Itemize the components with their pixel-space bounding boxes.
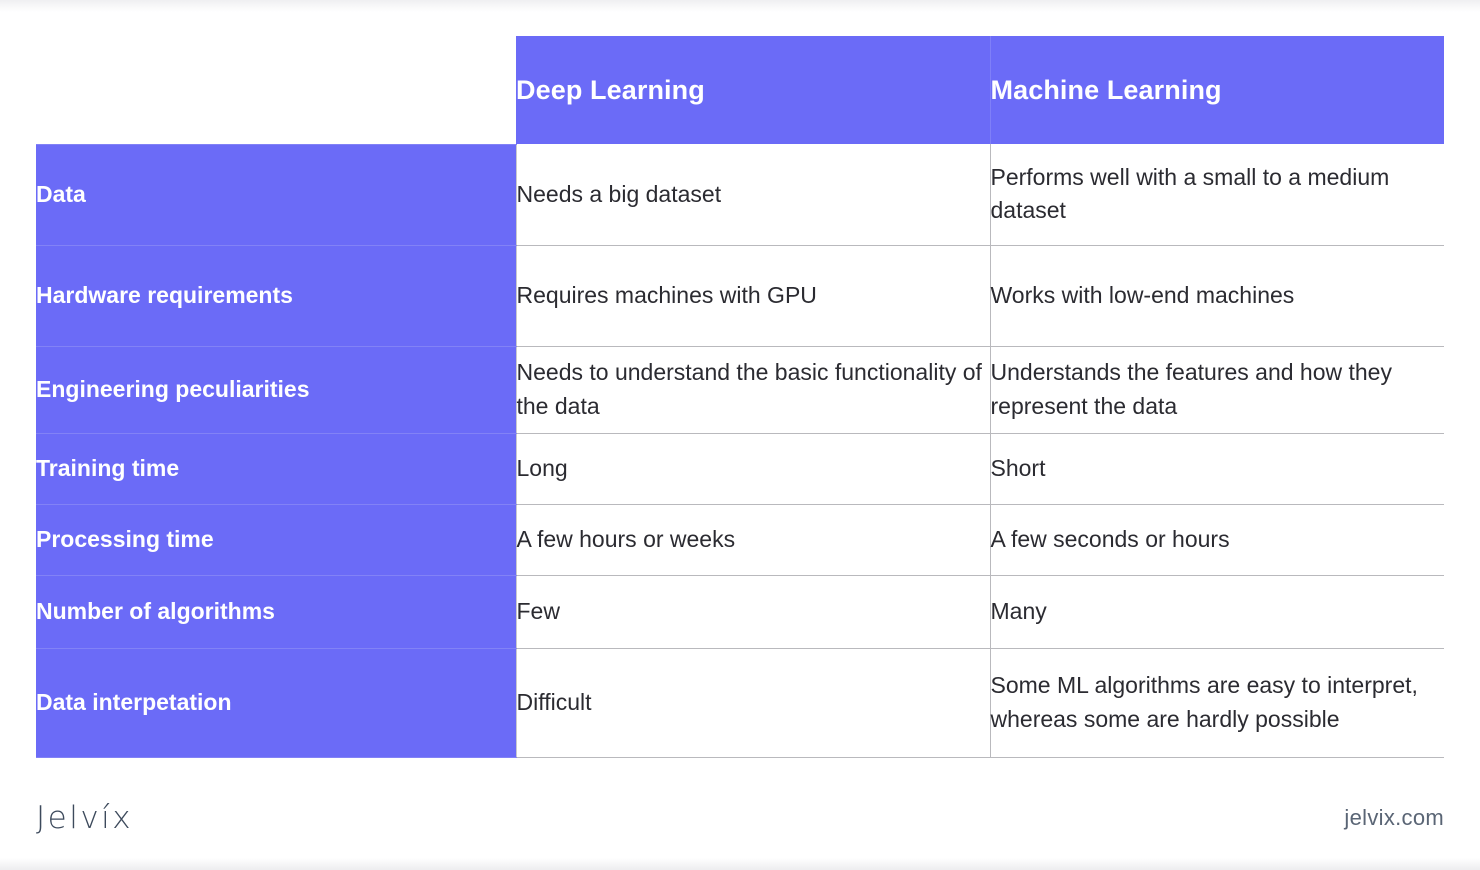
table-row: Data Needs a big dataset Performs well w… — [36, 143, 1444, 246]
row-label-training-time: Training time — [36, 432, 516, 505]
cell-processing-time-deep-learning: A few hours or weeks — [515, 504, 990, 576]
row-label-number-of-algorithms: Number of algorithms — [36, 574, 516, 649]
cell-data-interpetation-machine-learning: Some ML algorithms are easy to interpret… — [989, 648, 1444, 758]
cell-processing-time-machine-learning: A few seconds or hours — [989, 504, 1444, 576]
cell-engineering-peculiarities-deep-learning: Needs to understand the basic functional… — [515, 346, 990, 434]
cell-engineering-peculiarities-machine-learning: Understands the features and how they re… — [989, 346, 1444, 434]
row-label-hardware-requirements: Hardware requirements — [36, 244, 516, 347]
column-header-machine-learning: Machine Learning — [990, 36, 1444, 144]
table-header-row: Deep Learning Machine Learning — [36, 36, 1444, 144]
table-header: Deep Learning Machine Learning — [36, 36, 1444, 144]
table-corner-blank — [36, 36, 516, 144]
table-row: Training time Long Short — [36, 432, 1444, 505]
cell-data-interpetation-deep-learning: Difficult — [515, 648, 990, 758]
table-row: Engineering peculiarities Needs to under… — [36, 345, 1444, 434]
row-label-processing-time: Processing time — [36, 503, 516, 576]
table-row: Number of algorithms Few Many — [36, 574, 1444, 649]
row-label-engineering-peculiarities: Engineering peculiarities — [36, 345, 516, 434]
cell-number-of-algorithms-machine-learning: Many — [989, 575, 1444, 649]
cell-data-machine-learning: Performs well with a small to a medium d… — [989, 144, 1444, 246]
jelvix-logo: Jelvíx — [36, 800, 134, 836]
cell-hardware-requirements-machine-learning: Works with low-end machines — [989, 245, 1444, 347]
cell-hardware-requirements-deep-learning: Requires machines with GPU — [515, 245, 990, 347]
cell-training-time-machine-learning: Short — [989, 433, 1444, 505]
table-row: Hardware requirements Requires machines … — [36, 244, 1444, 347]
table-row: Data interpetation Difficult Some ML alg… — [36, 647, 1444, 758]
column-header-deep-learning: Deep Learning — [516, 36, 991, 144]
table-body: Data Needs a big dataset Performs well w… — [36, 143, 1444, 758]
cell-number-of-algorithms-deep-learning: Few — [515, 575, 990, 649]
row-label-data-interpetation: Data interpetation — [36, 647, 516, 758]
cell-data-deep-learning: Needs a big dataset — [515, 144, 990, 246]
jelvix-website-url: jelvix.com — [1344, 805, 1444, 830]
footer: Jelvíx jelvix.com — [36, 793, 1444, 843]
dl-vs-ml-comparison-table: Deep Learning Machine Learning Data Need… — [36, 36, 1444, 758]
cell-training-time-deep-learning: Long — [515, 433, 990, 505]
table-row: Processing time A few hours or weeks A f… — [36, 503, 1444, 576]
row-label-data: Data — [36, 143, 516, 246]
